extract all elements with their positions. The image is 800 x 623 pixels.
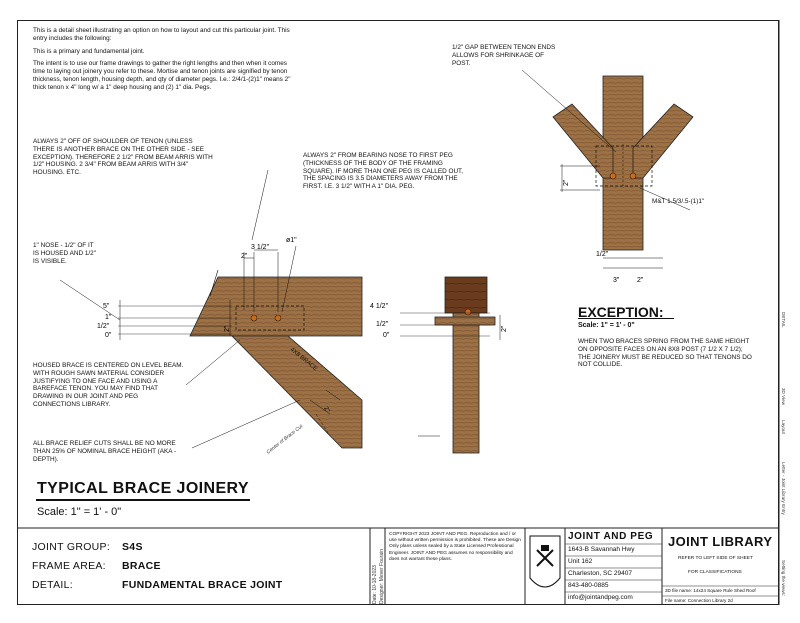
exception-peg-right [629, 172, 637, 180]
file-name-label: File name: [665, 598, 687, 603]
side-label-layout: Layout [781, 420, 786, 434]
side-label-detail: DETAIL [781, 312, 786, 328]
side-label-3d-view: 3D View [781, 388, 786, 406]
frame-area-value: BRACE [122, 560, 161, 572]
tenon-outline [235, 305, 305, 331]
main-title: TYPICAL BRACE JOINERY [37, 480, 249, 497]
brace [231, 335, 363, 449]
library-title: JOINT LIBRARY [668, 534, 773, 549]
address-line-1: 1643-B Savannah Hwy [568, 546, 635, 553]
title-block-lines [17, 20, 780, 605]
cross-beam [434, 316, 496, 326]
post-dim-half: 1/2" [376, 321, 389, 328]
detail-row: DETAIL: FUNDAMENTAL BRACE JOINT [32, 576, 283, 594]
dim-two-relief: 2" [322, 406, 330, 414]
designer-field: Designer: Mever Fourain [379, 549, 385, 604]
peg-1 [250, 314, 258, 322]
post-section-detail [400, 276, 501, 454]
file-3d-label: 3D file name: [665, 588, 693, 593]
exception-detail [521, 69, 694, 269]
main-brace-detail [59, 169, 363, 449]
intro-paragraph-3: The intent is to use our frame drawings … [33, 60, 291, 91]
intro-text: This is a detail sheet illustrating an o… [33, 27, 291, 97]
housed-brace-note: HOUSED BRACE IS CENTERED ON LEVEL BEAM. … [33, 362, 184, 408]
post-shaft [452, 312, 480, 454]
nose-note: 1" NOSE - 1/2" OF IT IS HOUSED AND 1/2" … [33, 242, 96, 265]
copyright-text: COPYRIGHT 2023 JOINT AND PEG. Reproducti… [389, 532, 521, 562]
exc-dim-three: 3" [613, 277, 620, 284]
date-value: 10-18-2023 [372, 565, 378, 591]
company-name: JOINT AND PEG [568, 531, 654, 542]
email-link[interactable]: info@jointandpeg.com [568, 594, 633, 601]
post-dim-two: 2" [501, 325, 508, 332]
post-top-block [444, 276, 488, 314]
main-scale: Scale: 1" = 1' - 0" [37, 506, 122, 518]
frame-area-row: FRAME AREA: BRACE [32, 557, 161, 575]
joint-group-label: JOINT GROUP: [32, 541, 111, 553]
center-of-brace-cut: Center of Brace Cut [266, 423, 305, 455]
bearing-note: ALWAYS 2" FROM BEARING NOSE TO FIRST PEG… [303, 152, 464, 191]
file-name-row: File name: Connection Library 2d [665, 598, 733, 603]
file-3d-value: 14x24 Square Rule Shed Roof [693, 588, 756, 593]
classifications-text: FOR CLASSIFICATIONS [688, 570, 742, 575]
refer-text: REFER TO LEFT SIDE OF SHEET [678, 556, 753, 561]
right-brace [632, 103, 694, 179]
beam [189, 276, 363, 337]
post-dim-four-half: 4 1/2" [370, 303, 389, 310]
dim-three-half: 3 1/2" [251, 244, 270, 251]
side-label-setting: Setting the views: [781, 560, 786, 597]
date-label: Date: [372, 592, 378, 604]
date-field: Date: 10-18-2023 [372, 565, 378, 604]
address-line-2: Unit 162 [568, 558, 593, 565]
peg-2 [274, 314, 282, 322]
main-title-underline [36, 499, 250, 501]
mt-callout: M&T 1.5/3/.5-(1)1" [652, 198, 705, 205]
relief-cut-note: ALL BRACE RELIEF CUTS SHALL BE NO MORE T… [33, 440, 177, 463]
post-peg [464, 308, 472, 316]
exc-dim-two-b: 2" [637, 277, 644, 284]
exc-dim-two: 2" [563, 179, 570, 186]
shoulder-note: ALWAYS 2" OFF OF SHOULDER OF TENON (UNLE… [33, 138, 213, 177]
dim-phi: ø1" [286, 237, 297, 244]
exception-scale: Scale: 1" = 1' - 0" [578, 322, 635, 329]
company-logo [529, 535, 561, 588]
phone[interactable]: 843-480-0885 [568, 582, 609, 589]
side-label-letter: Letter - Joint Library Entry [781, 462, 786, 515]
dim-five: 5" [103, 303, 110, 310]
designer-label: Designer: [379, 582, 385, 604]
dim-one: 1" [105, 314, 112, 321]
designer-value: Mever Fourain [379, 548, 385, 582]
detail-label: DETAIL: [32, 579, 73, 591]
exception-peg-left [609, 172, 617, 180]
dim-half: 1/2" [97, 323, 110, 330]
dim-two-vert: 2" [224, 325, 231, 332]
dim-two-top: 2" [241, 253, 248, 260]
dim-zero: 0" [105, 332, 112, 339]
file-3d-row: 3D file name: 14x24 Square Rule Shed Roo… [665, 588, 756, 593]
left-brace [552, 103, 614, 179]
exc-dim-half: 1/2" [596, 251, 609, 258]
intro-paragraph-1: This is a detail sheet illustrating an o… [33, 27, 290, 42]
post-dim-zero: 0" [383, 332, 390, 339]
file-name-value: Connection Library 2d [687, 598, 733, 603]
gap-note: 1/2" GAP BETWEEN TENON ENDS ALLOWS FOR S… [452, 44, 556, 67]
intro-paragraph-2: This is a primary and fundamental joint. [33, 47, 145, 55]
exception-underline [578, 318, 674, 319]
frame-area-label: FRAME AREA: [32, 560, 106, 572]
detail-value: FUNDAMENTAL BRACE JOINT [122, 579, 283, 591]
joint-group-row: JOINT GROUP: S4S [32, 538, 143, 556]
address-line-3: Charleston, SC 29407 [568, 570, 632, 577]
exception-text: WHEN TWO BRACES SPRING FROM THE SAME HEI… [578, 338, 752, 369]
exception-title: EXCEPTION: [578, 304, 664, 320]
joint-group-value: S4S [122, 541, 143, 553]
